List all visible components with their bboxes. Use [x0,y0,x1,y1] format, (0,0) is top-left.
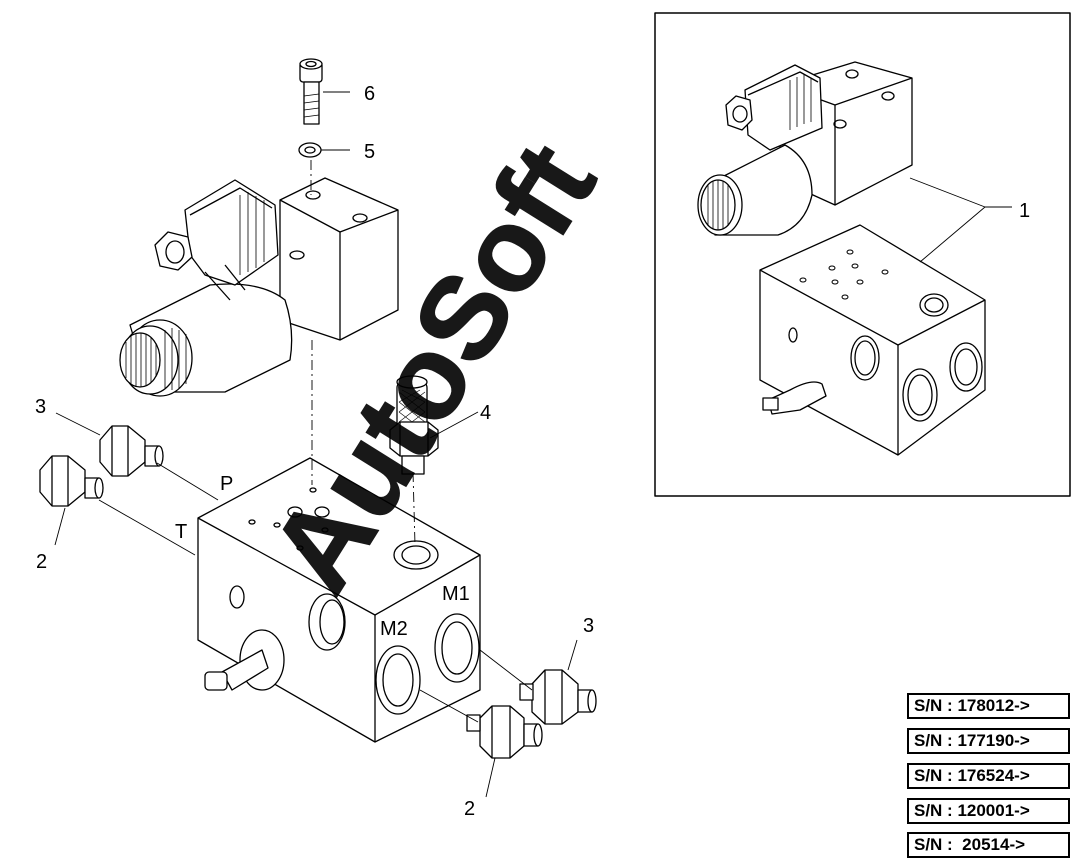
port-label-m1: M1 [442,583,470,605]
callout-2-bottom: 2 [464,798,475,820]
inset-frame [654,12,1071,497]
fitting-part-2-bottom [466,705,543,759]
port-label-p: P [220,473,233,495]
port-label-t: T [175,521,187,543]
washer-part-5 [298,142,322,158]
manifold-block [197,457,481,743]
callout-3-right: 3 [583,615,594,637]
inset-assembled-valve [697,61,986,456]
callout-6: 6 [364,83,375,105]
callout-1: 1 [1019,200,1030,222]
callout-3-left: 3 [35,396,46,418]
serial-number-label: S/N : 176524-> [907,763,1070,789]
fitting-part-3-left [99,425,164,477]
port-label-m2: M2 [380,618,408,640]
serial-number-label: S/N : 178012-> [907,693,1070,719]
serial-number-label: S/N : 177190-> [907,728,1070,754]
callout-4: 4 [480,402,491,424]
serial-number-label: S/N : 20514-> [907,832,1070,858]
callout-5: 5 [364,141,375,163]
solenoid-valve [119,177,399,397]
fitting-part-3-right [519,669,597,725]
callout-2-left: 2 [36,551,47,573]
fitting-part-2-left [39,455,104,507]
test-fitting-part-4 [389,375,439,475]
screw-part-6 [299,58,323,125]
serial-number-label: S/N : 120001-> [907,798,1070,824]
